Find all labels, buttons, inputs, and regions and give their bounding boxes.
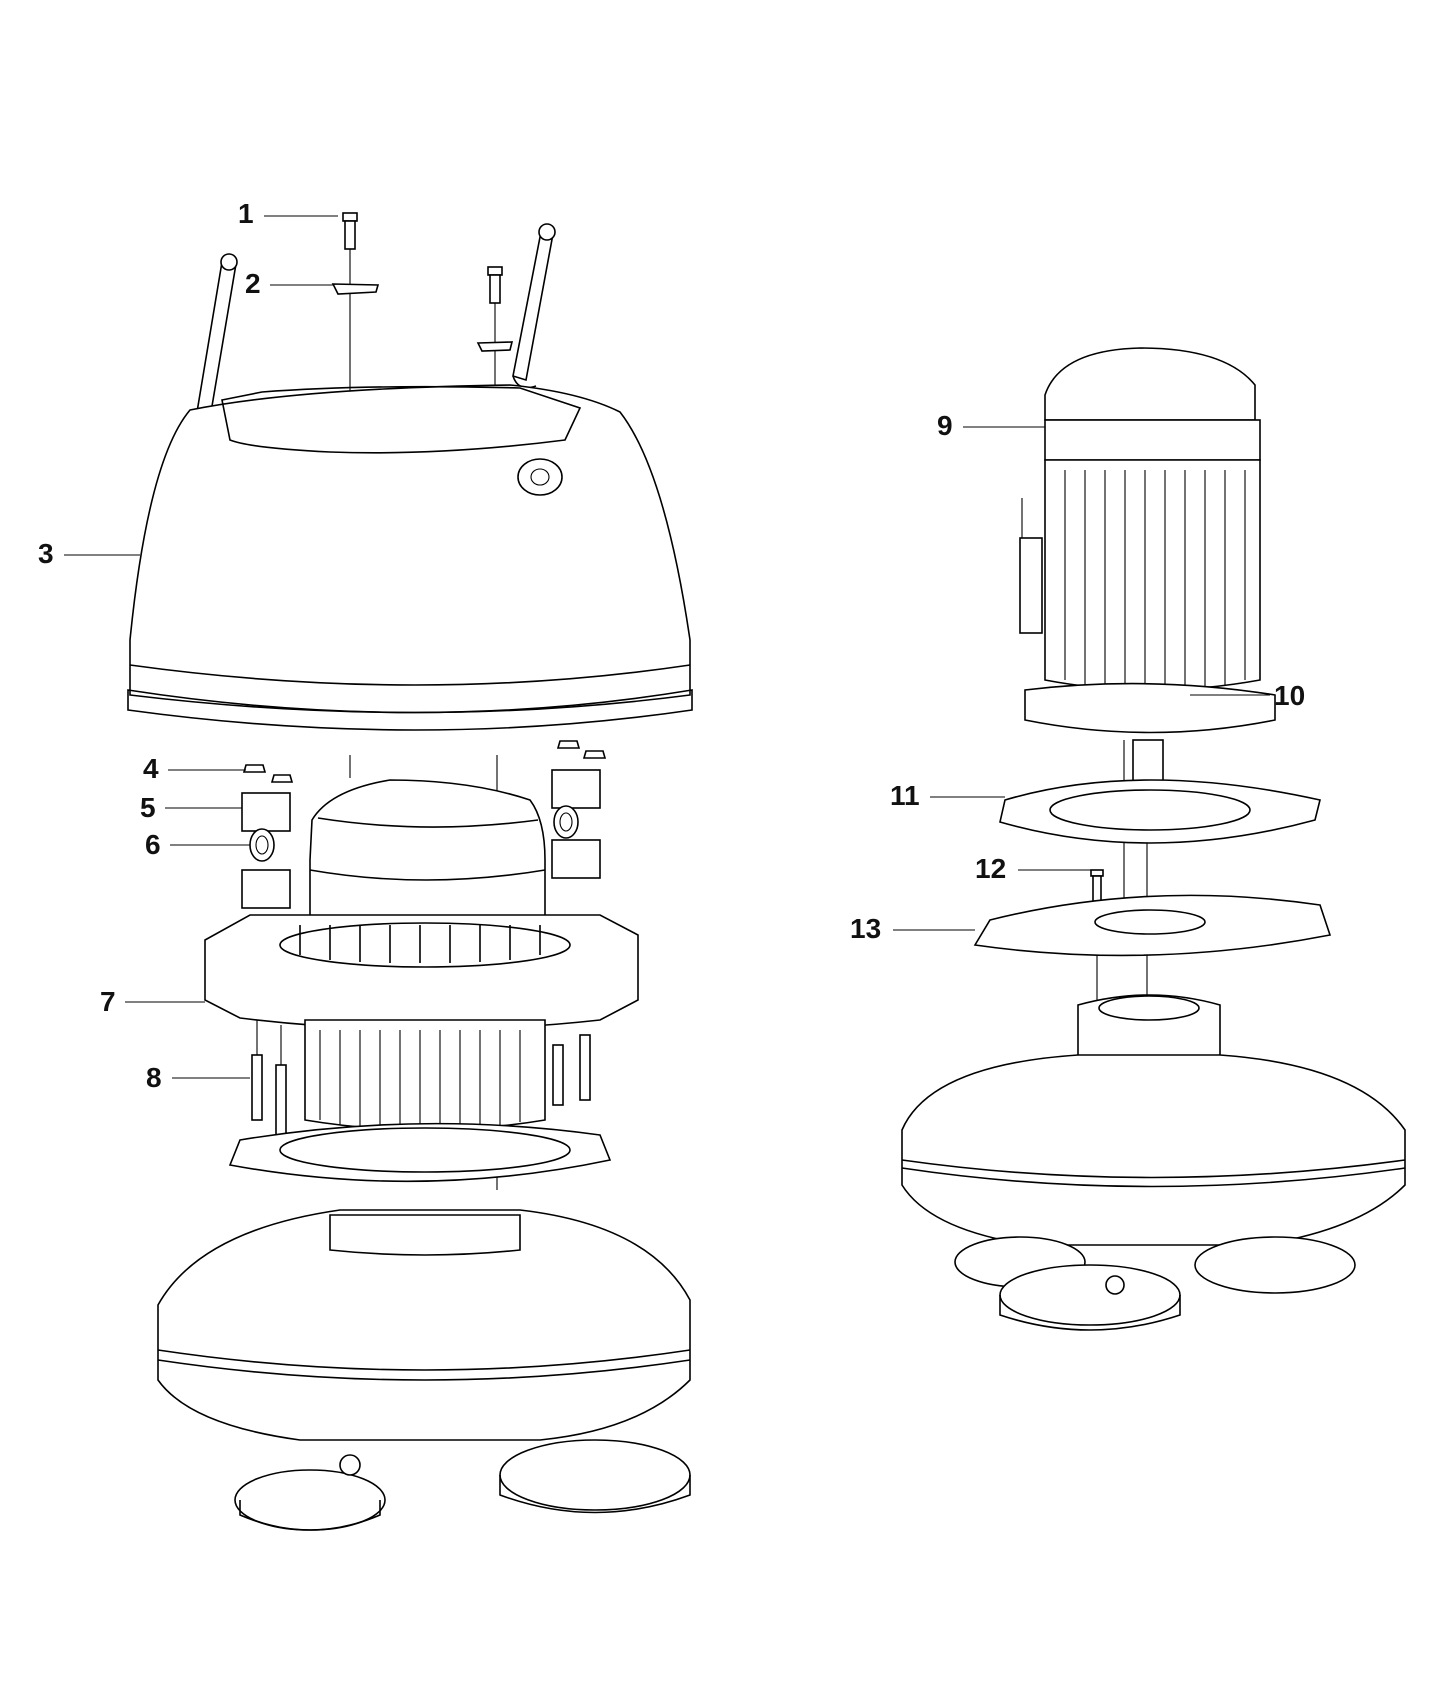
hub bbox=[1077, 994, 1221, 1064]
flange-left bbox=[228, 1122, 612, 1183]
washer-2 bbox=[331, 283, 380, 295]
plate-13 bbox=[973, 894, 1332, 957]
callout-1: 1 bbox=[238, 198, 254, 229]
callout-2: 2 bbox=[245, 268, 261, 299]
motor-9 bbox=[1019, 347, 1276, 734]
motor-lower-left bbox=[304, 1019, 546, 1131]
handle-right bbox=[512, 223, 556, 389]
rods-8 bbox=[251, 1020, 591, 1136]
plate-7 bbox=[204, 914, 639, 1031]
callout-5: 5 bbox=[140, 792, 156, 823]
callout-3: 3 bbox=[38, 538, 54, 569]
left-assembly bbox=[127, 212, 693, 1531]
bracket-left bbox=[241, 764, 294, 909]
grinding-heads-right bbox=[954, 1236, 1356, 1331]
callout-9: 9 bbox=[937, 410, 953, 441]
bracket-right bbox=[551, 740, 607, 879]
callout-4: 4 bbox=[143, 753, 159, 784]
cover-3 bbox=[127, 384, 693, 731]
right-assembly bbox=[901, 347, 1406, 1331]
leader-lines bbox=[64, 215, 1270, 1079]
callout-8: 8 bbox=[146, 1062, 162, 1093]
callout-10: 10 bbox=[1274, 680, 1306, 711]
callout-13: 13 bbox=[850, 913, 882, 944]
base-housing-right bbox=[901, 1054, 1406, 1246]
base-housing-left bbox=[157, 1209, 691, 1441]
callout-7: 7 bbox=[100, 986, 116, 1017]
callout-6: 6 bbox=[145, 829, 161, 860]
gasket-11 bbox=[999, 779, 1321, 844]
callout-12: 12 bbox=[975, 853, 1007, 884]
callout-11: 11 bbox=[890, 780, 920, 811]
grinding-heads-left bbox=[234, 1439, 691, 1531]
